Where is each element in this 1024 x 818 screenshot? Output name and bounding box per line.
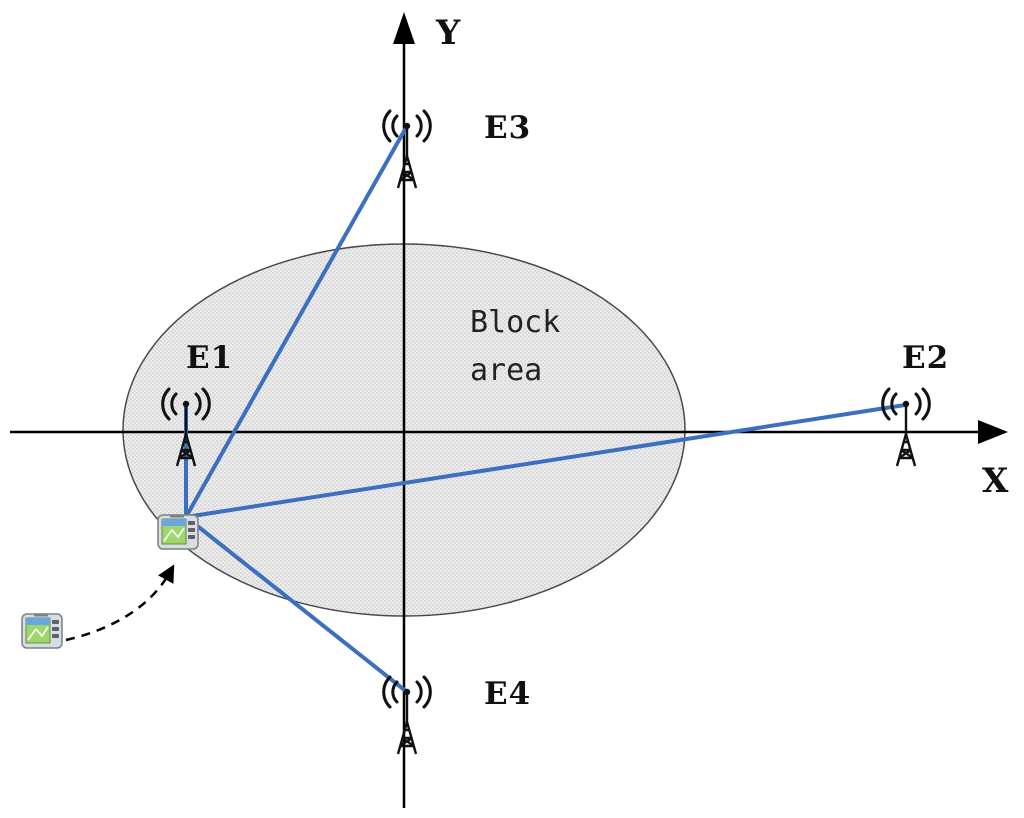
- radio-tower-icon: [382, 675, 432, 756]
- block-area-label-line1: Block: [470, 305, 560, 340]
- station-label-e4: E4: [484, 676, 531, 712]
- previous-device-icon: [21, 613, 63, 649]
- block-area-label-line2: area: [470, 353, 542, 388]
- link-to-e2: [184, 403, 907, 519]
- link-to-e3: [184, 124, 409, 519]
- x-axis-label: X: [982, 461, 1009, 501]
- station-label-e2: E2: [902, 340, 949, 376]
- station-label-e1: E1: [186, 340, 233, 376]
- link-to-e4: [184, 515, 409, 694]
- target-device-icon: [157, 514, 199, 550]
- radio-tower-icon: [382, 109, 432, 190]
- y-axis-label: Y: [435, 13, 461, 53]
- radio-tower-icon: [881, 387, 931, 468]
- station-label-e3: E3: [484, 110, 531, 146]
- movement-arrow: [65, 564, 175, 642]
- x-axis-arrowhead: [978, 420, 1008, 444]
- y-axis-arrowhead: [393, 12, 415, 44]
